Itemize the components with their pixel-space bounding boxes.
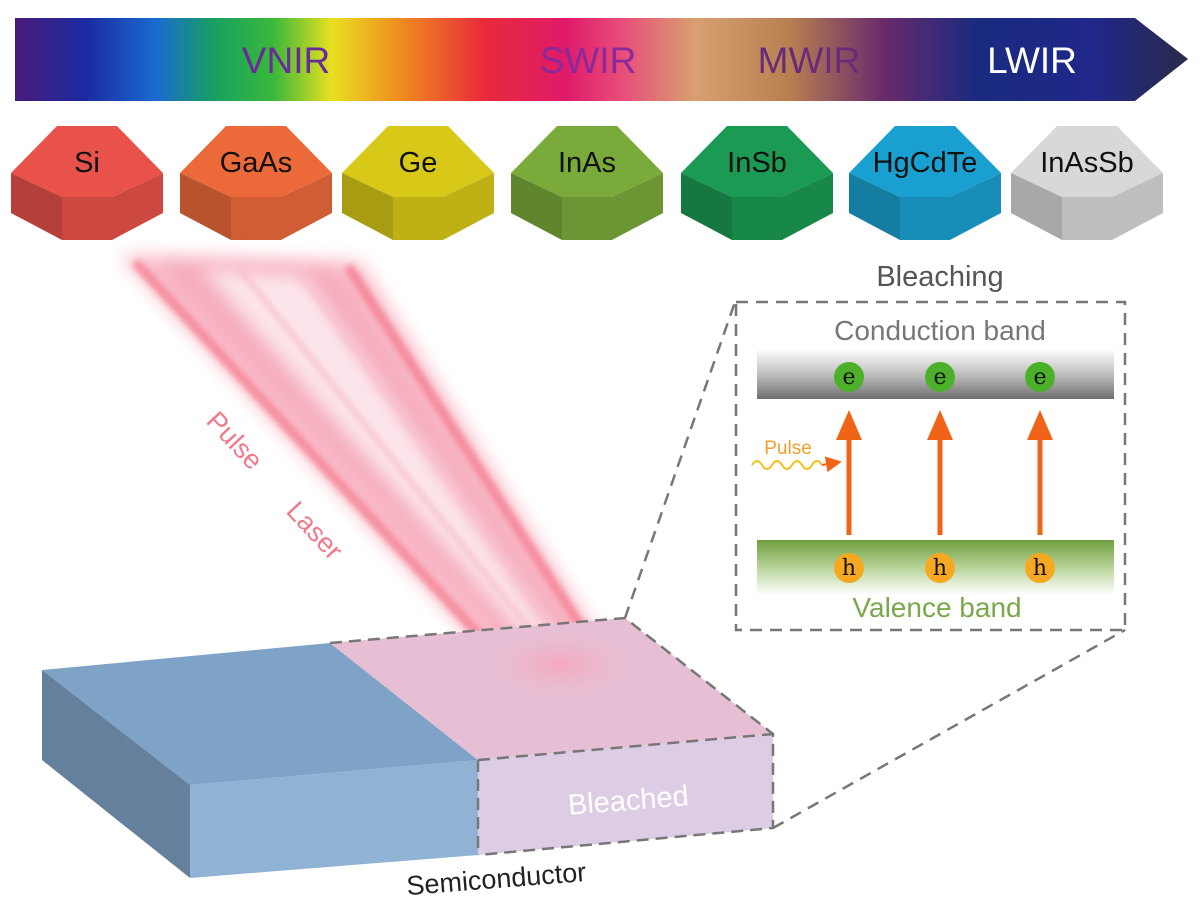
conduction-band-label: Conduction band bbox=[834, 315, 1046, 346]
tile-left bbox=[681, 173, 732, 240]
material-tiles: Si GaAs Ge InAs InSb HgCdTe InAsSb bbox=[11, 126, 1163, 240]
carrier-pair-3: eh bbox=[1025, 362, 1055, 583]
block-top-face bbox=[42, 643, 478, 785]
hole-symbol: h bbox=[842, 556, 856, 581]
band-label-lwir: LWIR bbox=[987, 40, 1077, 81]
laser-label-pulse: Pulse bbox=[201, 406, 269, 476]
electron bbox=[1025, 362, 1055, 392]
block-side-face bbox=[42, 670, 190, 878]
material-tile-si: Si bbox=[11, 126, 163, 240]
electron bbox=[834, 362, 864, 392]
material-tile-gaas: GaAs bbox=[180, 126, 332, 240]
material-tile-insb: InSb bbox=[681, 126, 833, 240]
material-label: GaAs bbox=[220, 147, 293, 179]
excitation-arrowhead bbox=[1027, 410, 1053, 440]
tile-front bbox=[231, 173, 332, 240]
material-label: HgCdTe bbox=[873, 147, 978, 179]
tile-front bbox=[393, 173, 494, 240]
tile-left bbox=[342, 173, 393, 240]
carrier-pair-1: eh bbox=[834, 362, 864, 583]
hole bbox=[834, 553, 864, 583]
photon-wave bbox=[751, 460, 823, 470]
hole bbox=[1025, 553, 1055, 583]
material-label: InAs bbox=[558, 147, 616, 179]
tile-top bbox=[511, 126, 663, 197]
semiconductor-block: Bleached Semiconductor bbox=[42, 616, 775, 901]
tile-front bbox=[732, 173, 833, 240]
hole-symbol: h bbox=[933, 556, 947, 581]
tile-left bbox=[849, 173, 900, 240]
tile-front bbox=[1062, 173, 1163, 240]
tile-front bbox=[900, 173, 1001, 240]
tile-top bbox=[849, 126, 1001, 197]
material-label: Si bbox=[74, 147, 100, 179]
material-label: InAsSb bbox=[1040, 147, 1134, 179]
pulse-photon-label: Pulse bbox=[764, 438, 812, 459]
tile-left bbox=[11, 173, 62, 240]
tile-top bbox=[681, 126, 833, 197]
material-tile-ge: Ge bbox=[342, 126, 494, 240]
tile-front bbox=[562, 173, 663, 240]
material-tile-inas: InAs bbox=[511, 126, 663, 240]
bleaching-inset: Bleaching Conduction band Valence band e… bbox=[734, 261, 1127, 632]
material-label: Ge bbox=[399, 147, 438, 179]
tile-front bbox=[62, 173, 163, 240]
tile-top bbox=[11, 126, 163, 197]
tile-top bbox=[1011, 126, 1163, 197]
tile-top bbox=[180, 126, 332, 197]
inset-frame bbox=[734, 300, 1127, 632]
valence-band-label: Valence band bbox=[852, 592, 1021, 623]
spectrum-arrow: VNIR SWIR MWIR LWIR bbox=[15, 18, 1188, 101]
laser-spot bbox=[470, 625, 650, 705]
excitation-arrowhead bbox=[836, 410, 862, 440]
band-label-mwir: MWIR bbox=[758, 40, 861, 81]
spectrum-bar bbox=[15, 18, 1188, 101]
inset-title: Bleaching bbox=[876, 261, 1003, 293]
electron bbox=[925, 362, 955, 392]
electron-symbol: e bbox=[842, 365, 855, 390]
tile-left bbox=[511, 173, 562, 240]
hole-symbol: h bbox=[1033, 556, 1047, 581]
band-label-swir: SWIR bbox=[540, 40, 637, 81]
tile-left bbox=[1011, 173, 1062, 240]
material-tile-hgcdte: HgCdTe bbox=[849, 126, 1001, 240]
material-tile-inassb: InAsSb bbox=[1011, 126, 1163, 240]
carrier-pair-2: eh bbox=[925, 362, 955, 583]
block-front-face bbox=[190, 760, 478, 878]
hole bbox=[925, 553, 955, 583]
laser-label-laser: Laser bbox=[281, 496, 349, 566]
tile-top bbox=[342, 126, 494, 197]
material-label: InSb bbox=[727, 147, 787, 179]
pulse-laser-beam: Pulse Laser bbox=[120, 255, 600, 690]
band-label-vnir: VNIR bbox=[242, 40, 330, 81]
semiconductor-label: Semiconductor bbox=[405, 857, 587, 901]
bleached-front-face bbox=[478, 734, 773, 855]
tile-left bbox=[180, 173, 231, 240]
excitation-arrowhead bbox=[927, 410, 953, 440]
electron-symbol: e bbox=[933, 365, 946, 390]
electron-symbol: e bbox=[1033, 365, 1046, 390]
pulse-photon: Pulse bbox=[751, 438, 842, 473]
zoom-connector bbox=[623, 301, 1126, 830]
